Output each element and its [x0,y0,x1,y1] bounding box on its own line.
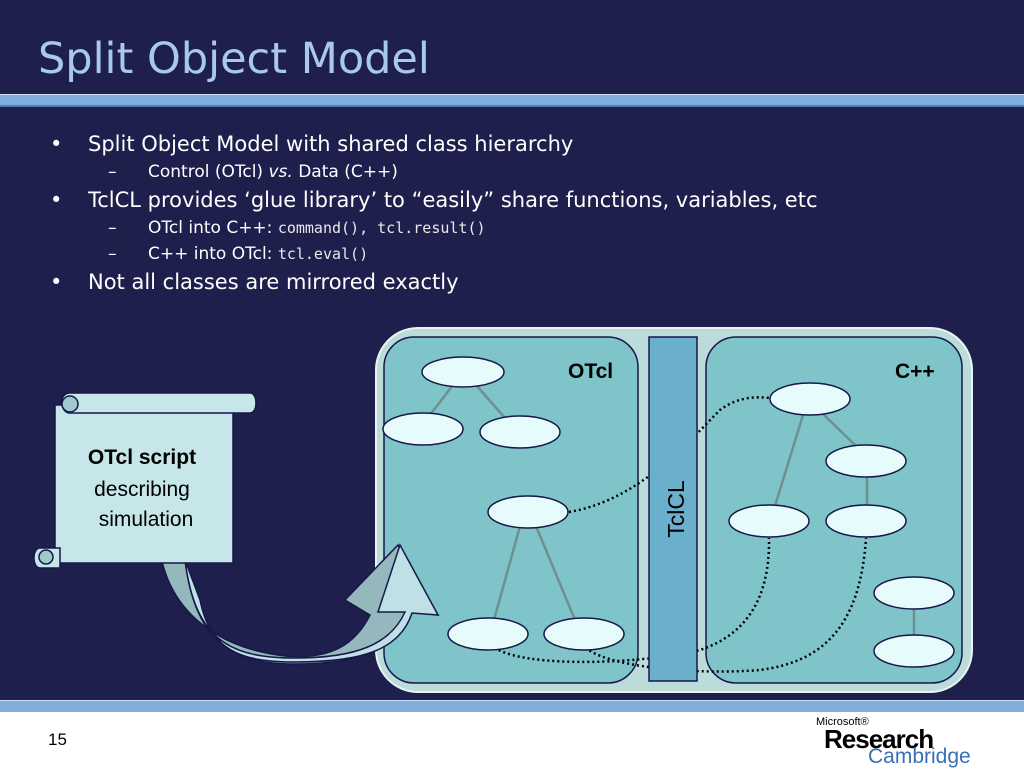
otcl-node [382,412,464,446]
logo-research: Research [824,724,934,754]
sub-bullet-text: OTcl into C++: [148,218,278,238]
cpp-label: C++ [895,360,935,383]
split-object-diagram: TclCL OTcl C++ [33,327,973,693]
bullet-2: • TclCL provides ‘glue library’ to “easi… [50,188,818,212]
scroll-bottom-curl [38,549,54,565]
otcl-node [543,617,625,651]
cpp-node [873,634,955,668]
logo-microsoft: Microsoft® [816,716,869,728]
sub-bullet-text: Data (C++) [292,162,398,182]
otcl-label: OTcl [568,360,613,383]
sub-bullet-3: – C++ into OTcl: tcl.eval() [108,244,369,264]
bullet-marker: • [50,270,63,294]
page-number: 15 [48,730,67,749]
cpp-node [825,444,907,478]
logo-cambridge: Cambridge [868,745,971,768]
title-rule [0,94,1024,107]
cpp-node [873,576,955,610]
bullet-text: Not all classes are mirrored exactly [88,270,459,294]
script-line-3: simulation [99,508,194,531]
scroll-top-roll [61,392,257,414]
otcl-node [487,495,569,529]
otcl-node [421,356,505,388]
arrow-highlight [184,543,440,663]
script-line-2: describing [94,478,190,501]
code-text: tcl.eval() [277,245,369,263]
otcl-node [447,617,529,651]
cpp-node [769,382,851,416]
script-scroll [33,392,257,569]
sub-bullet-marker: – [108,218,117,238]
slide-title: Split Object Model [38,34,430,84]
script-title: OTcl script [88,446,196,469]
bullet-1: • Split Object Model with shared class h… [50,132,574,156]
sub-bullet-1: – Control (OTcl) vs. Data (C++) [108,162,398,182]
microsoft-research-cambridge-logo: Microsoft® Research Cambridge [814,714,984,768]
scroll-top-curl [61,395,79,413]
tclcl-label: TclCL [663,480,689,538]
sub-bullet-text: C++ into OTcl: [148,244,278,264]
footer-rule [0,700,1024,712]
sub-bullet-2: – OTcl into C++: command(), tcl.result() [108,218,486,238]
sub-bullet-italic: vs. [268,162,293,182]
slide: Split Object Model • Split Object Model … [0,0,1024,712]
cpp-node [825,504,907,538]
cpp-nodes [728,382,955,668]
bullet-marker: • [50,132,63,156]
bullet-text: TclCL provides ‘glue library’ to “easily… [88,188,818,212]
bullet-3: • Not all classes are mirrored exactly [50,270,459,294]
footer: 15 Microsoft® Research Cambridge [0,712,1024,768]
cpp-tree-edges [773,412,916,636]
code-text: command(), tcl.result() [277,219,486,237]
otcl-node [479,415,561,449]
bullet-text: Split Object Model with shared class hie… [88,132,574,156]
scroll-body [54,404,234,564]
bullet-marker: • [50,188,63,212]
sub-bullet-marker: – [108,244,117,264]
sub-bullet-marker: – [108,162,117,182]
cpp-node [728,504,810,538]
otcl-tree-edges [429,384,577,621]
otcl-nodes [382,356,625,651]
sub-bullet-text: Control (OTcl) [148,162,269,182]
tclcl-bar [648,336,698,682]
